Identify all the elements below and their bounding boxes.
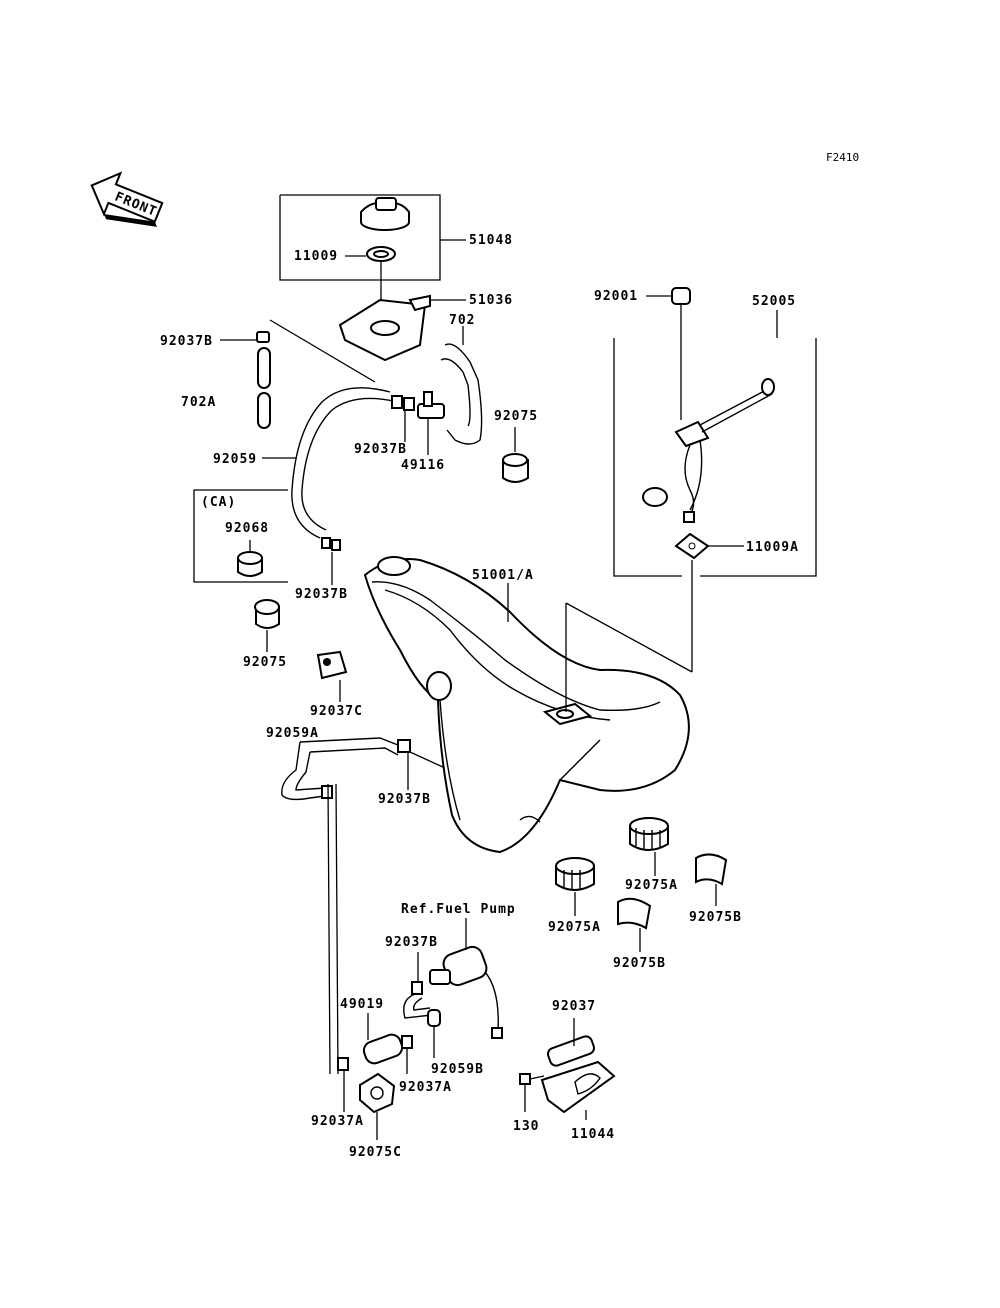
label-92059A: 92059A bbox=[266, 726, 319, 741]
label-51036: 51036 bbox=[469, 293, 513, 308]
figure-code: F2410 bbox=[826, 151, 859, 164]
fuel-filter-49019 bbox=[362, 1013, 404, 1065]
bolt-130 bbox=[519, 1073, 545, 1112]
label-51001A: 51001/A bbox=[472, 568, 534, 583]
fuel-gauge-sender-52005 bbox=[642, 378, 775, 523]
label-49019: 49019 bbox=[340, 997, 384, 1012]
label-92037B-left: 92037B bbox=[295, 587, 348, 602]
bracket-11044 bbox=[540, 1018, 616, 1120]
label-92037B-top: 92037B bbox=[160, 334, 213, 349]
label-92075B-right: 92075B bbox=[689, 910, 742, 925]
label-11009: 11009 bbox=[294, 249, 338, 264]
label-92075A-left: 92075A bbox=[548, 920, 601, 935]
label-92037: 92037 bbox=[552, 999, 596, 1014]
bushing-92075A-left bbox=[555, 857, 595, 916]
clamp-92037A-low bbox=[337, 1057, 349, 1112]
bushing-92068 bbox=[237, 540, 263, 577]
bushing-92075-left bbox=[254, 599, 280, 652]
cushion-92075B-left bbox=[617, 897, 652, 952]
label-702: 702 bbox=[449, 313, 475, 328]
label-11009A: 11009A bbox=[746, 540, 799, 555]
front-arrow-icon: FRONT bbox=[90, 171, 164, 227]
label-92068: 92068 bbox=[225, 521, 269, 536]
bushing-92075-top bbox=[502, 427, 529, 483]
joint-49116 bbox=[391, 391, 445, 455]
ca-label: (CA) bbox=[201, 495, 236, 510]
fuel-pump-ref bbox=[429, 918, 503, 1039]
label-92059: 92059 bbox=[213, 452, 257, 467]
label-702A: 702A bbox=[181, 395, 216, 410]
label-92001: 92001 bbox=[594, 289, 638, 304]
label-92075A-right: 92075A bbox=[625, 878, 678, 893]
label-92037B-pump: 92037B bbox=[385, 935, 438, 950]
label-92037A-low: 92037A bbox=[311, 1114, 364, 1129]
breather-hose-702 bbox=[440, 326, 483, 445]
label-52005: 52005 bbox=[752, 294, 796, 309]
hose-92059 bbox=[262, 387, 399, 539]
clamp-92037B-left bbox=[321, 537, 341, 585]
tube-702A bbox=[220, 331, 271, 429]
fuel-pump-reference: Ref.Fuel Pump bbox=[401, 902, 516, 917]
hose-92059A bbox=[281, 737, 446, 801]
label-51048: 51048 bbox=[469, 233, 513, 248]
cushion-92075B-right bbox=[695, 853, 728, 906]
ca-bracket bbox=[193, 489, 288, 583]
clip-92037C bbox=[316, 650, 348, 702]
gauge-group-bracket bbox=[613, 310, 817, 577]
cap-gasket-part bbox=[345, 246, 396, 262]
bushing-92075A-right bbox=[629, 817, 669, 876]
label-92075C: 92075C bbox=[349, 1145, 402, 1160]
label-92037C: 92037C bbox=[310, 704, 363, 719]
label-92037B-mid: 92037B bbox=[354, 442, 407, 457]
fuel-tank-51001A bbox=[363, 556, 690, 854]
label-92075-left: 92075 bbox=[243, 655, 287, 670]
fuel-cap-part bbox=[360, 197, 410, 231]
cap-group-box bbox=[279, 194, 466, 281]
label-92037B-low: 92037B bbox=[378, 792, 431, 807]
cap-base-part bbox=[338, 294, 466, 362]
clamp-92037B-pump bbox=[411, 952, 423, 995]
clamp-92037A-pump bbox=[401, 1035, 413, 1074]
label-49116: 49116 bbox=[401, 458, 445, 473]
hose-92059B bbox=[403, 993, 441, 1058]
sender-cap-92001 bbox=[646, 287, 691, 420]
label-130: 130 bbox=[513, 1119, 539, 1134]
label-92037A-pump: 92037A bbox=[399, 1080, 452, 1095]
gasket-11009A bbox=[674, 532, 744, 560]
label-92075B-left: 92075B bbox=[613, 956, 666, 971]
label-92059B: 92059B bbox=[431, 1062, 484, 1077]
label-92075-top: 92075 bbox=[494, 409, 538, 424]
label-11044: 11044 bbox=[571, 1127, 615, 1142]
cushion-92075C bbox=[359, 1072, 396, 1140]
